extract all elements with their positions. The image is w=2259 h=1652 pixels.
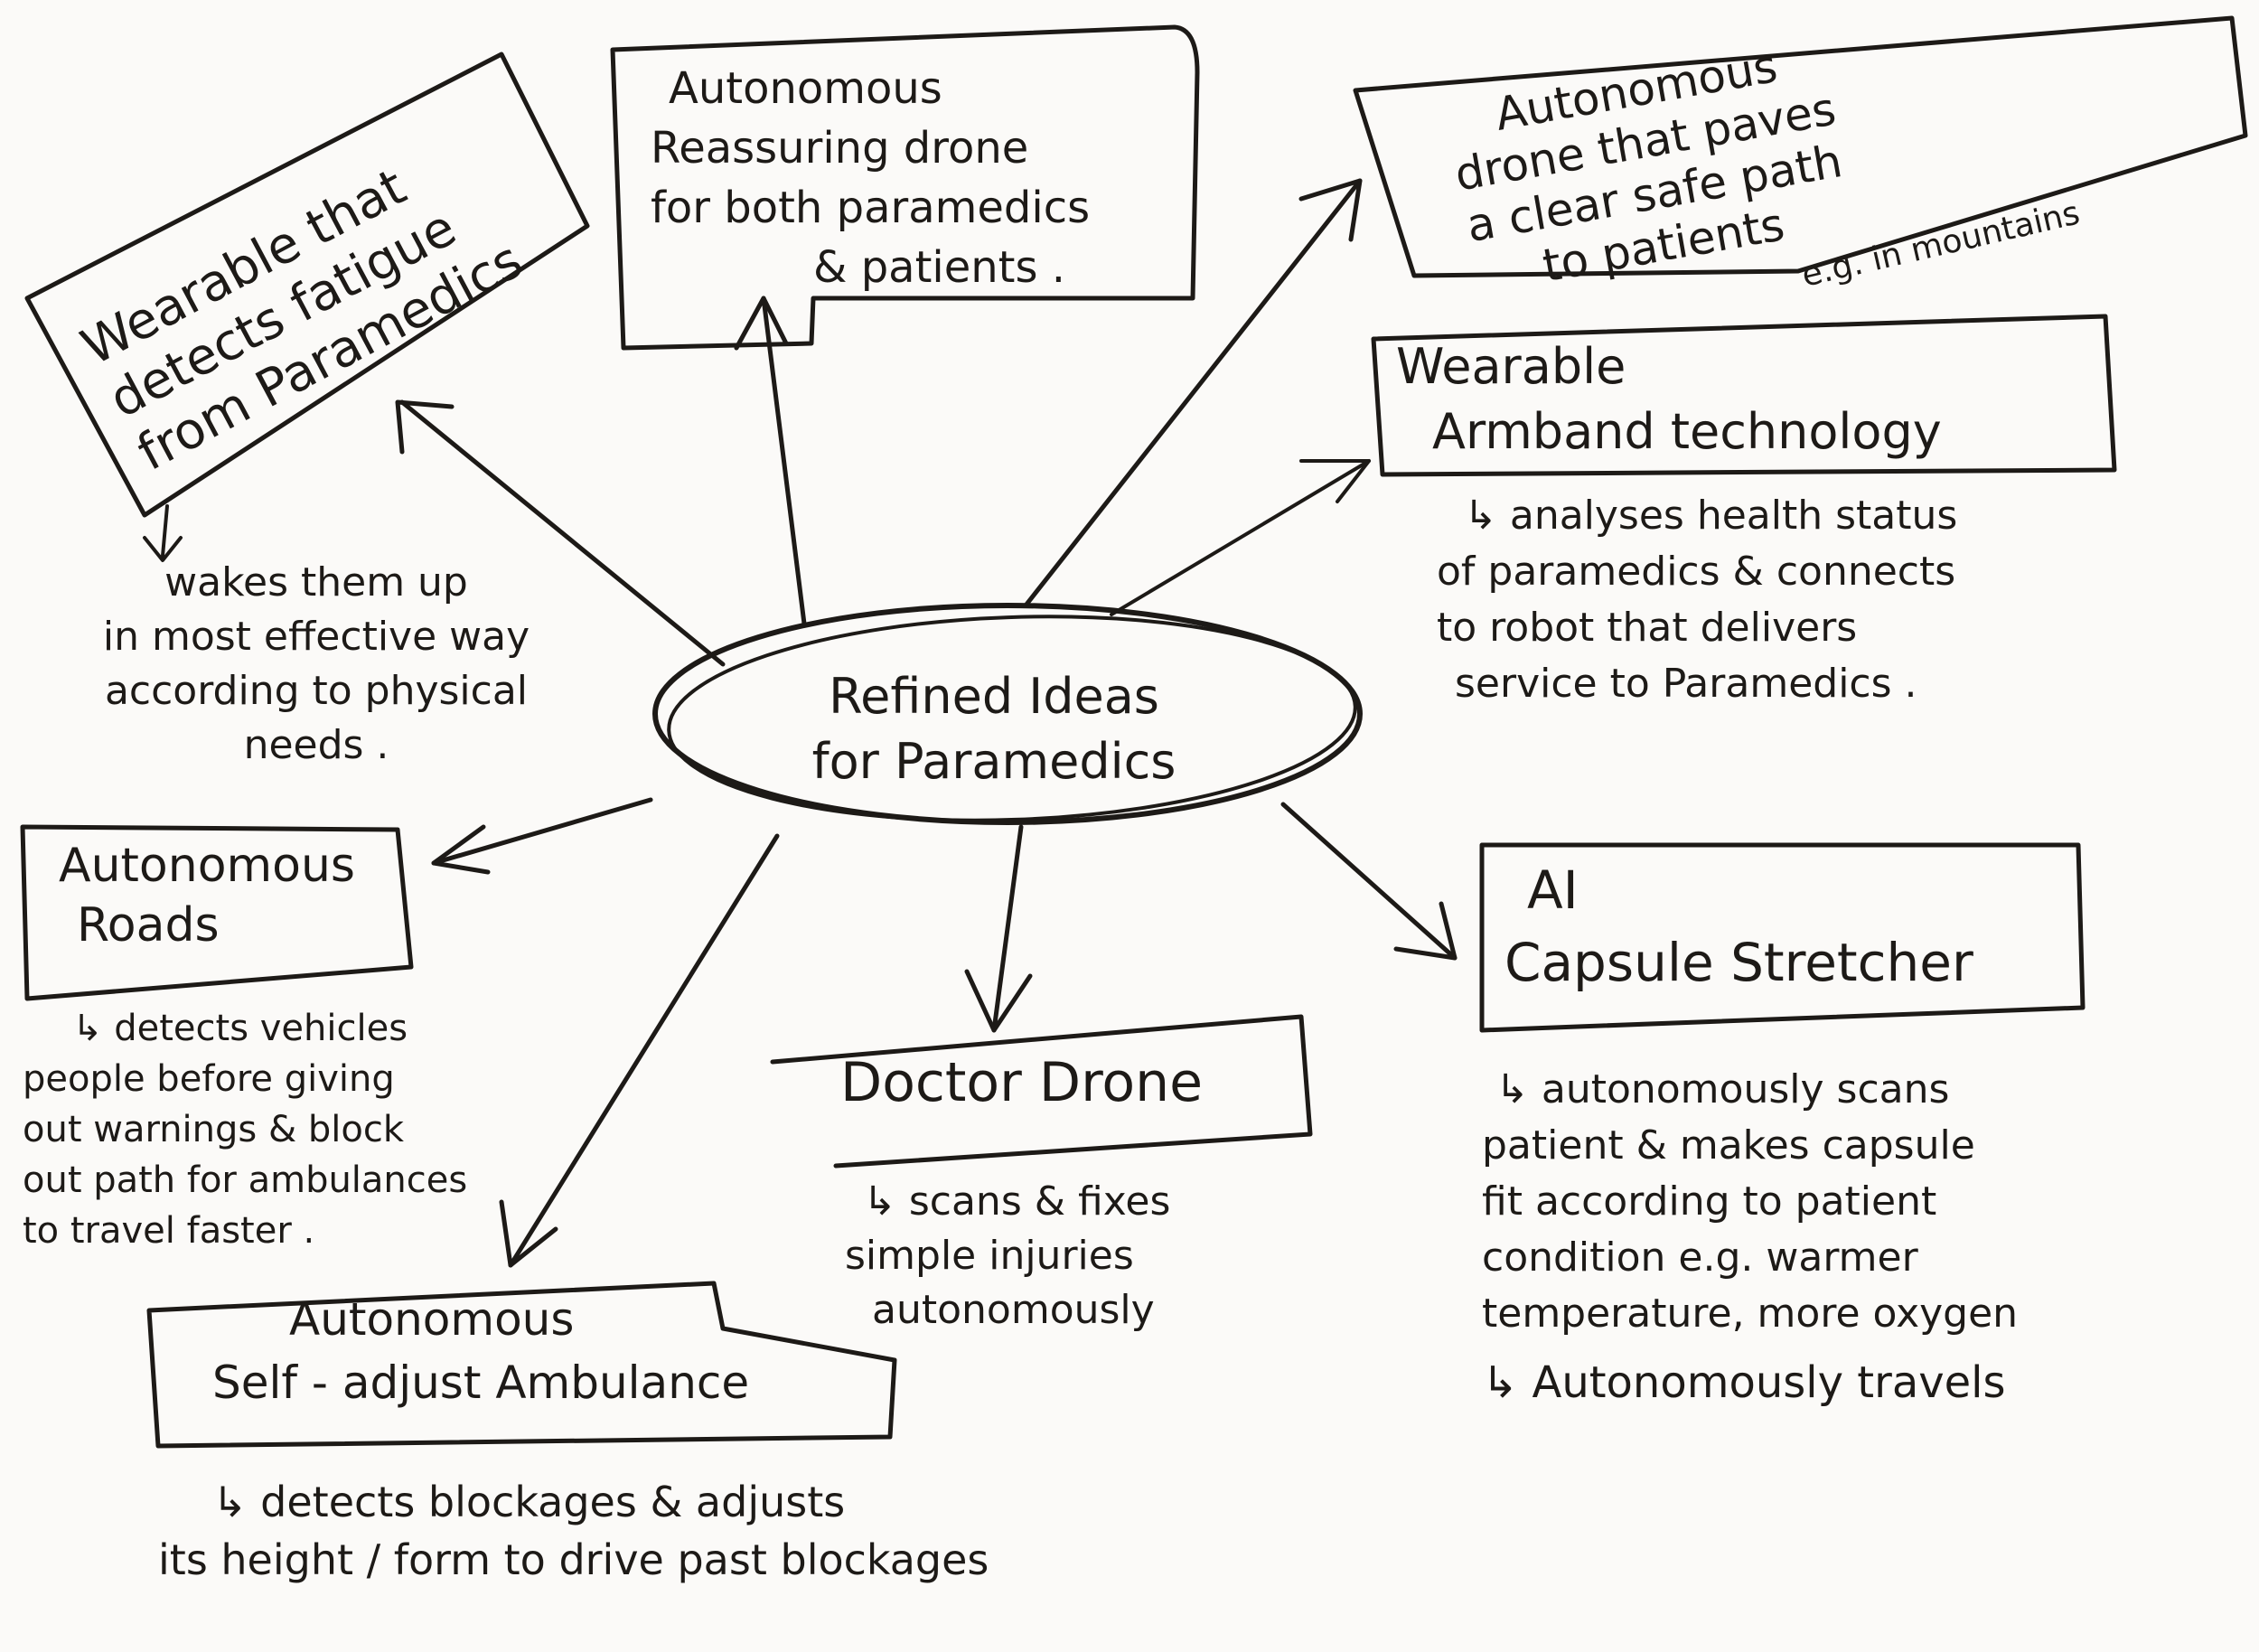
connector-ambulance — [499, 833, 780, 1268]
ambulance-note-2: its height / form to drive past blockage… — [158, 1535, 989, 1584]
roads-title: Autonomous Roads — [59, 836, 355, 955]
ambulance-title-line-1: Autonomous — [289, 1293, 575, 1346]
connector-fatigue — [395, 399, 726, 667]
capsule-note-2: patient & makes capsule — [1482, 1122, 1975, 1169]
reassuring-title-line-2: Reassuring drone — [651, 123, 1029, 174]
roads-box — [20, 824, 414, 1001]
capsule-note-4: condition e.g. warmer — [1482, 1234, 1918, 1281]
capsule-note-6: ↳ Autonomously travels — [1482, 1357, 2006, 1408]
connector-path-drone — [1023, 178, 1363, 608]
fatigue-note-1: wakes them up — [164, 559, 468, 605]
doctor-drone-title: Doctor Drone — [840, 1048, 1203, 1117]
capsule-note-1: ↳ autonomously scans — [1495, 1066, 1950, 1112]
center-label: Refined Ideas for Paramedics — [723, 664, 1265, 794]
roads-note-3: out warnings & block — [23, 1109, 404, 1150]
center-line-1: Refined Ideas — [829, 668, 1159, 725]
roads-title-line-2: Roads — [77, 898, 220, 953]
fatigue-note-2: in most effective way — [102, 614, 530, 660]
roads-note-2: people before giving — [23, 1058, 395, 1100]
roads-note-5: to travel faster . — [23, 1210, 315, 1252]
armband-title-line-2: Armband technology — [1432, 403, 1942, 460]
capsule-note-3: fit according to patient — [1482, 1178, 1937, 1225]
fatigue-note-3: according to physical — [104, 668, 529, 714]
ambulance-notes: ↳ detects blockages & adjusts its height… — [158, 1473, 989, 1589]
fatigue-wearable-box — [24, 52, 590, 518]
armband-note-2: of paramedics & connects — [1437, 549, 1956, 595]
doctor-drone-notes: ↳ scans & fixes simple injuries autonomo… — [845, 1175, 1170, 1338]
roads-note-1: ↳ detects vehicles — [72, 1008, 408, 1049]
center-line-2: for Paramedics — [811, 733, 1176, 790]
armband-title-line-1: Wearable — [1396, 338, 1626, 395]
capsule-notes: ↳ autonomously scans patient & makes cap… — [1482, 1062, 2018, 1411]
connector-fatigue-notes — [143, 504, 183, 562]
connector-roads — [431, 797, 653, 875]
doctor-note-3: autonomously — [872, 1287, 1155, 1333]
armband-note-1: ↳ analyses health status — [1464, 493, 1958, 539]
reassuring-title-line-3: for both paramedics — [651, 183, 1091, 233]
connector-reassuring — [734, 296, 807, 626]
armband-note-4: service to Paramedics . — [1455, 661, 1917, 707]
reassuring-title-line-4: & patients . — [813, 242, 1066, 293]
connector-doctor-drone — [964, 824, 1033, 1033]
reassuring-drone-box — [610, 24, 1200, 351]
armband-title: Wearable Armband technology — [1396, 334, 1942, 465]
fatigue-note-4: needs . — [243, 722, 389, 768]
capsule-title: AI Capsule Stretcher — [1504, 854, 1973, 999]
doctor-note-1: ↳ scans & fixes — [863, 1178, 1171, 1225]
ambulance-title-line-2: Self - adjust Ambulance — [212, 1356, 750, 1409]
capsule-box — [1479, 842, 2086, 1033]
center-ellipse-outline — [667, 615, 1357, 822]
ambulance-title: Autonomous Self - adjust Ambulance — [212, 1288, 749, 1414]
center-ellipse — [652, 603, 1363, 825]
ambulance-box — [146, 1281, 897, 1449]
armband-note-3: to robot that delivers — [1437, 605, 1858, 651]
armband-box — [1371, 314, 2117, 477]
connector-armband — [1110, 459, 1371, 616]
doctor-title-line-1: Doctor Drone — [840, 1051, 1204, 1114]
fatigue-wearable-notes: wakes them up in most effective way acco… — [36, 556, 596, 773]
armband-notes: ↳ analyses health status of paramedics &… — [1437, 488, 1957, 712]
reassuring-title-line-1: Autonomous — [669, 63, 942, 114]
doctor-note-2: simple injuries — [845, 1233, 1134, 1279]
capsule-title-line-1: AI — [1527, 859, 1579, 921]
capsule-title-line-2: Capsule Stretcher — [1504, 932, 1973, 993]
reassuring-drone-title: Autonomous Reassuring drone for both par… — [651, 59, 1090, 297]
path-drone-box — [1353, 15, 2248, 278]
ambulance-note-1: ↳ detects blockages & adjusts — [212, 1478, 846, 1526]
connector-capsule — [1280, 802, 1458, 961]
roads-title-line-1: Autonomous — [59, 839, 356, 893]
roads-notes: ↳ detects vehicles people before giving … — [23, 1003, 467, 1256]
roads-note-4: out path for ambulances — [23, 1159, 468, 1201]
capsule-note-5: temperature, more oxygen — [1482, 1291, 2019, 1337]
doctor-drone-box — [770, 1014, 1313, 1169]
